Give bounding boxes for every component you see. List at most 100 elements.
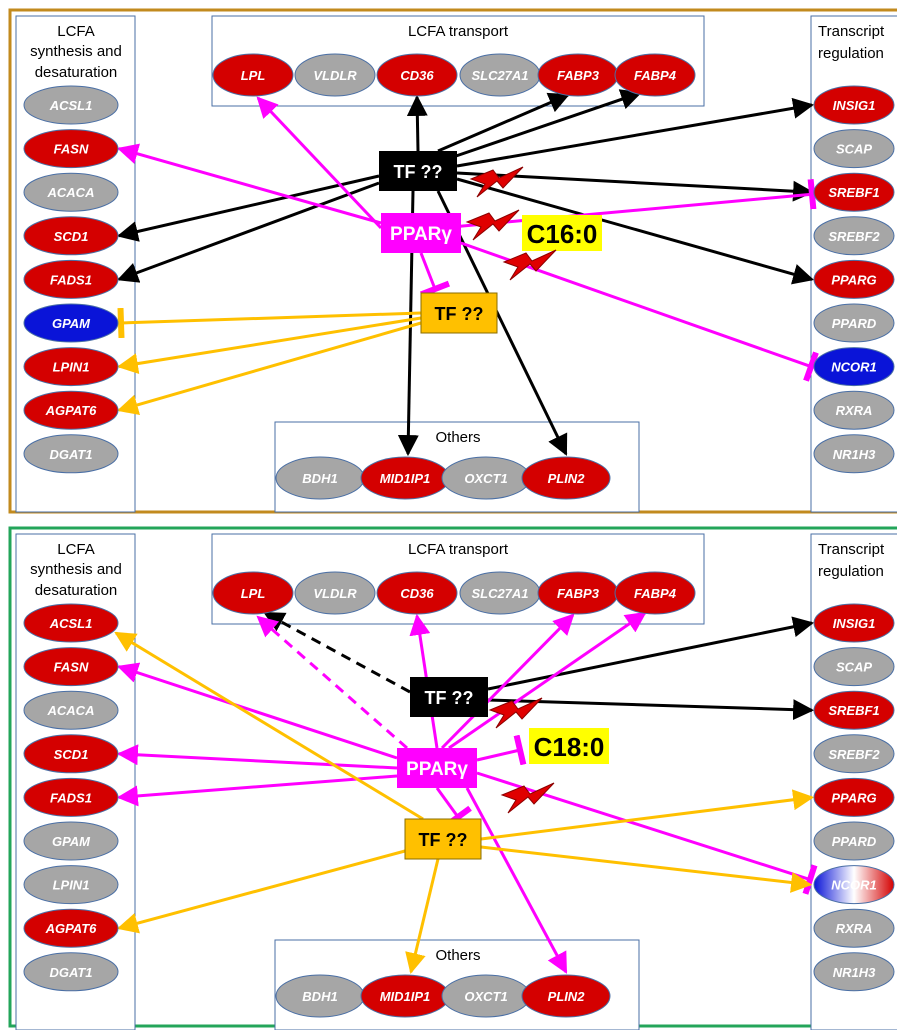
panel2-tf-orange-node: TF ?? bbox=[404, 818, 482, 860]
gene-gpam: GPAM bbox=[23, 821, 119, 861]
p1-edge-tfb-fabp3 bbox=[437, 92, 570, 153]
panel2-tf-black-box bbox=[410, 677, 488, 717]
gene-label-fads1: FADS1 bbox=[50, 790, 92, 805]
gene-lpl: LPL bbox=[212, 53, 294, 97]
panel2-others-title: Others bbox=[435, 947, 480, 964]
panel2-tf-black-label: TF ?? bbox=[425, 688, 474, 708]
gene-rxra: RXRA bbox=[813, 908, 895, 948]
gene-label-dgat1: DGAT1 bbox=[49, 447, 92, 462]
p1-edge-ppar-lpl bbox=[256, 96, 383, 230]
panel2-ppar-node: PPARγ bbox=[397, 748, 477, 788]
gene-ellipse-agpat6 bbox=[23, 908, 119, 948]
gene-ellipse-rxra bbox=[813, 390, 895, 430]
gene-label-scd1: SCD1 bbox=[54, 747, 89, 762]
gene-label-srebf2: SREBF2 bbox=[828, 747, 880, 762]
gene-label-cd36: CD36 bbox=[400, 68, 434, 83]
gene-label-oxct1: OXCT1 bbox=[464, 471, 507, 486]
gene-ellipse-fabp4 bbox=[614, 571, 696, 615]
gene-label-mid1ip1: MID1IP1 bbox=[380, 989, 431, 1004]
panel1-tf-black-node: TF ?? bbox=[379, 151, 457, 191]
p1-edge-tfb-insig1 bbox=[456, 97, 815, 168]
gene-ellipse-vldlr bbox=[294, 571, 376, 615]
p2-edge-ppar-lpl bbox=[256, 615, 408, 750]
p2-edge-ppar-fads1 bbox=[116, 774, 398, 807]
gene-srebf1: SREBF1 bbox=[813, 690, 895, 730]
gene-scap: SCAP bbox=[813, 129, 895, 169]
gene-ellipse-acaca bbox=[23, 172, 119, 212]
p1-edge-tfo-lpin1 bbox=[116, 316, 422, 374]
panel1-fatty-acid-label: C16:0 bbox=[527, 219, 598, 249]
panel2-transport-box bbox=[211, 533, 705, 625]
gene-label-ncor1: NCOR1 bbox=[831, 878, 877, 893]
gene-ellipse-insig1 bbox=[813, 85, 895, 125]
p2-edge-ppar-plin2 bbox=[465, 787, 568, 974]
p1-edge-tfb-fads1 bbox=[117, 181, 380, 283]
p2-edge-tfb-insig1 bbox=[487, 616, 815, 691]
gene-ellipse-nr1h3 bbox=[813, 434, 895, 474]
gene-plin2: PLIN2 bbox=[521, 974, 611, 1018]
gene-label-ncor1: NCOR1 bbox=[831, 360, 877, 375]
gene-label-agpat6: AGPAT6 bbox=[45, 921, 98, 936]
gene-ellipse-cd36 bbox=[376, 53, 458, 97]
gene-srebf2: SREBF2 bbox=[813, 216, 895, 256]
gene-mid1ip1: MID1IP1 bbox=[360, 974, 450, 1018]
gene-label-mid1ip1: MID1IP1 bbox=[380, 471, 431, 486]
gene-ellipse-nr1h3 bbox=[813, 952, 895, 992]
gene-lpin1: LPIN1 bbox=[23, 347, 119, 387]
gene-ellipse-srebf1 bbox=[813, 172, 895, 212]
p1-edge-tfb-cd36 bbox=[406, 94, 428, 152]
p1-edge-tfb-srebf1 bbox=[456, 171, 815, 202]
gene-ellipse-ncor1 bbox=[813, 347, 895, 387]
gene-acsl1: ACSL1 bbox=[23, 603, 119, 643]
panel2-bolt-2 bbox=[500, 782, 555, 814]
panel1-synthesis-title-3: desaturation bbox=[35, 64, 118, 81]
gene-insig1: INSIG1 bbox=[813, 85, 895, 125]
gene-nr1h3: NR1H3 bbox=[813, 952, 895, 992]
panel2-ppar-label: PPARγ bbox=[406, 759, 468, 780]
p1-edge-ppar-fasn bbox=[116, 143, 382, 225]
p2-edge-ppar-fasn bbox=[117, 662, 398, 760]
gene-mid1ip1: MID1IP1 bbox=[360, 456, 450, 500]
gene-label-insig1: INSIG1 bbox=[833, 98, 876, 113]
gene-ellipse-ppard bbox=[813, 303, 895, 343]
panel1-tf-orange-label: TF ?? bbox=[435, 304, 484, 324]
gene-acsl1: ACSL1 bbox=[23, 85, 119, 125]
p2-edge-tfo-ncor1 bbox=[480, 845, 813, 893]
gene-rxra: RXRA bbox=[813, 390, 895, 430]
gene-ellipse-insig1 bbox=[813, 603, 895, 643]
gene-ellipse-fasn bbox=[23, 647, 119, 687]
gene-acaca: ACACA bbox=[23, 172, 119, 212]
gene-fasn: FASN bbox=[23, 129, 119, 169]
gene-ellipse-rxra bbox=[813, 908, 895, 948]
gene-ellipse-vldlr bbox=[294, 53, 376, 97]
gene-pparg: PPARG bbox=[813, 777, 895, 817]
panel1-synthesis-title-2: synthesis and bbox=[30, 43, 122, 60]
gene-label-plin2: PLIN2 bbox=[548, 989, 586, 1004]
panel1-transport-title: LCFA transport bbox=[408, 23, 509, 40]
panel2-tf-orange-label: TF ?? bbox=[419, 830, 468, 850]
p2-edge-ppar-ncor1 bbox=[476, 771, 818, 895]
p2-edge-fa-ppar bbox=[476, 734, 527, 766]
p1-edge-tfo-agpat6 bbox=[116, 321, 422, 416]
p2-edge-tfo-acsl1 bbox=[114, 631, 424, 821]
gene-ppard: PPARD bbox=[813, 821, 895, 861]
gene-label-agpat6: AGPAT6 bbox=[45, 403, 98, 418]
gene-ellipse-agpat6 bbox=[23, 390, 119, 430]
gene-ellipse-scap bbox=[813, 647, 895, 687]
gene-agpat6: AGPAT6 bbox=[23, 390, 119, 430]
gene-label-vldlr: VLDLR bbox=[313, 586, 357, 601]
p2-edge-ppar-scd1 bbox=[116, 744, 398, 770]
gene-ellipse-scap bbox=[813, 129, 895, 169]
gene-fasn: FASN bbox=[23, 647, 119, 687]
panel1-tf-black-label: TF ?? bbox=[394, 162, 443, 182]
gene-label-slc27a1: SLC27A1 bbox=[471, 68, 528, 83]
gene-ellipse-plin2 bbox=[521, 456, 611, 500]
panel2-tf-orange-box bbox=[404, 818, 482, 860]
panel2-fatty-acid-node: C18:0 bbox=[529, 728, 609, 764]
panel2-regulation-title-2: regulation bbox=[818, 563, 884, 580]
gene-ellipse-plin2 bbox=[521, 974, 611, 1018]
gene-lpl: LPL bbox=[212, 571, 294, 615]
gene-label-lpin1: LPIN1 bbox=[53, 878, 90, 893]
gene-oxct1: OXCT1 bbox=[441, 456, 531, 500]
gene-ellipse-srebf2 bbox=[813, 216, 895, 256]
